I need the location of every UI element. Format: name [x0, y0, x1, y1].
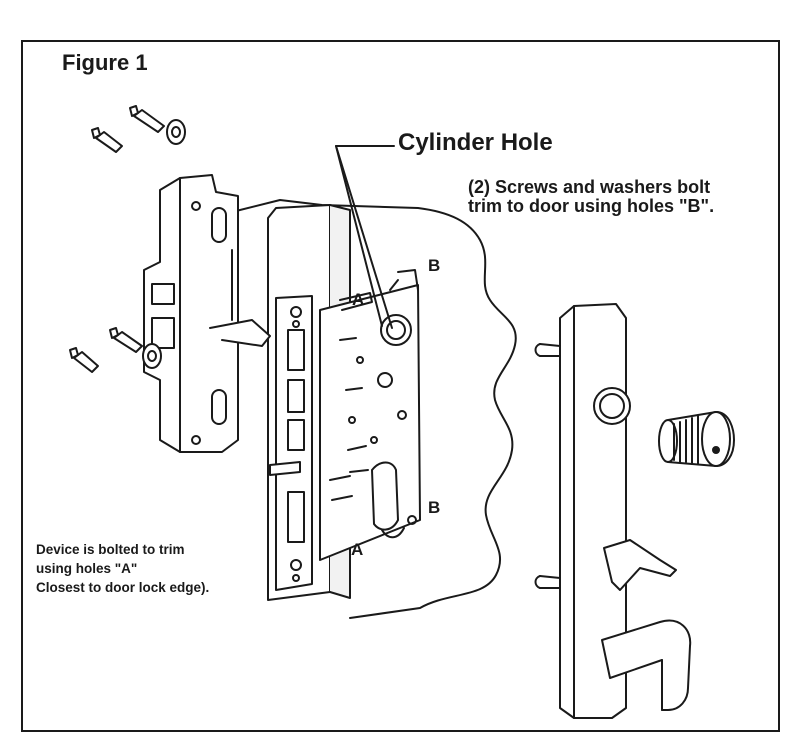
hole-label-a-bottom: A [351, 540, 364, 559]
device-note: Device is bolted to trim using holes "A"… [36, 540, 209, 597]
hole-label-b-top: B [428, 256, 441, 275]
screws-note-line: (2) Screws and washers bolt [468, 177, 711, 197]
mortise-cylinder [658, 411, 735, 467]
trim-plate [534, 303, 631, 719]
device-note-line: using holes "A" [36, 561, 138, 576]
screws-note-line: trim to door using holes "B". [468, 196, 715, 216]
cylinder-hole-leader-2 [335, 145, 383, 327]
mortise-lock-body [267, 204, 421, 601]
device-note-line: Closest to door lock edge). [36, 580, 210, 595]
mounting-bracket [143, 174, 271, 453]
thumb-turn [603, 539, 677, 591]
cylinder-hole-label: Cylinder Hole [398, 129, 553, 156]
device-note-line: Device is bolted to trim [36, 542, 185, 557]
hole-label-a-top: A [352, 290, 365, 309]
screw-icon [69, 105, 165, 373]
lever-handle [601, 619, 692, 711]
hole-label-b-bottom: B [428, 498, 441, 517]
figure-title: Figure 1 [62, 50, 148, 75]
screws-note: (2) Screws and washers bolt trim to door… [468, 178, 714, 216]
washer-icon [142, 119, 186, 369]
